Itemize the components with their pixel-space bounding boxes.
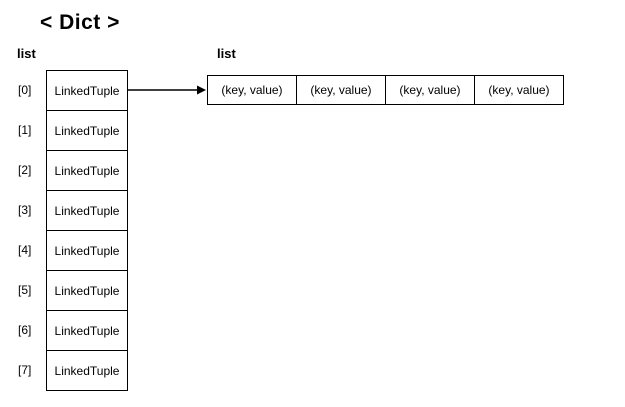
- index-label: [3]: [18, 203, 32, 217]
- index-label: [5]: [18, 283, 32, 297]
- diagram-title: < Dict >: [40, 11, 120, 34]
- right-array-label: list: [217, 46, 236, 61]
- key-value-cell: (key, value): [207, 75, 297, 105]
- linkedtuple-cell: LinkedTuple: [47, 191, 127, 231]
- linkedtuple-cell: LinkedTuple: [47, 111, 127, 151]
- key-value-cell: (key, value): [385, 75, 475, 105]
- key-value-array: (key, value) (key, value) (key, value) (…: [207, 75, 564, 105]
- index-label: [7]: [18, 363, 32, 377]
- linkedtuple-cell: LinkedTuple: [54, 363, 120, 378]
- index-label: [0]: [18, 83, 32, 97]
- linkedtuple-cell: LinkedTuple: [47, 271, 127, 311]
- linkedtuple-cell: LinkedTuple: [47, 151, 127, 191]
- left-array-label: list: [17, 46, 36, 61]
- index-label: [4]: [18, 243, 32, 257]
- pointer-arrow-icon: [127, 85, 206, 95]
- linkedtuple-cell: LinkedTuple: [47, 71, 127, 111]
- left-array-indices: [0] [1] [2] [3] [4] [5] [6] [7]: [18, 70, 44, 390]
- linkedtuple-array: LinkedTuple LinkedTuple LinkedTuple Link…: [46, 70, 128, 391]
- linkedtuple-cell: LinkedTuple: [47, 311, 127, 351]
- key-value-cell: (key, value): [296, 75, 386, 105]
- linkedtuple-cell: LinkedTuple: [47, 231, 127, 271]
- index-label: [2]: [18, 163, 32, 177]
- key-value-cell: (key, value): [474, 75, 564, 105]
- index-label: [6]: [18, 323, 32, 337]
- index-label: [1]: [18, 123, 32, 137]
